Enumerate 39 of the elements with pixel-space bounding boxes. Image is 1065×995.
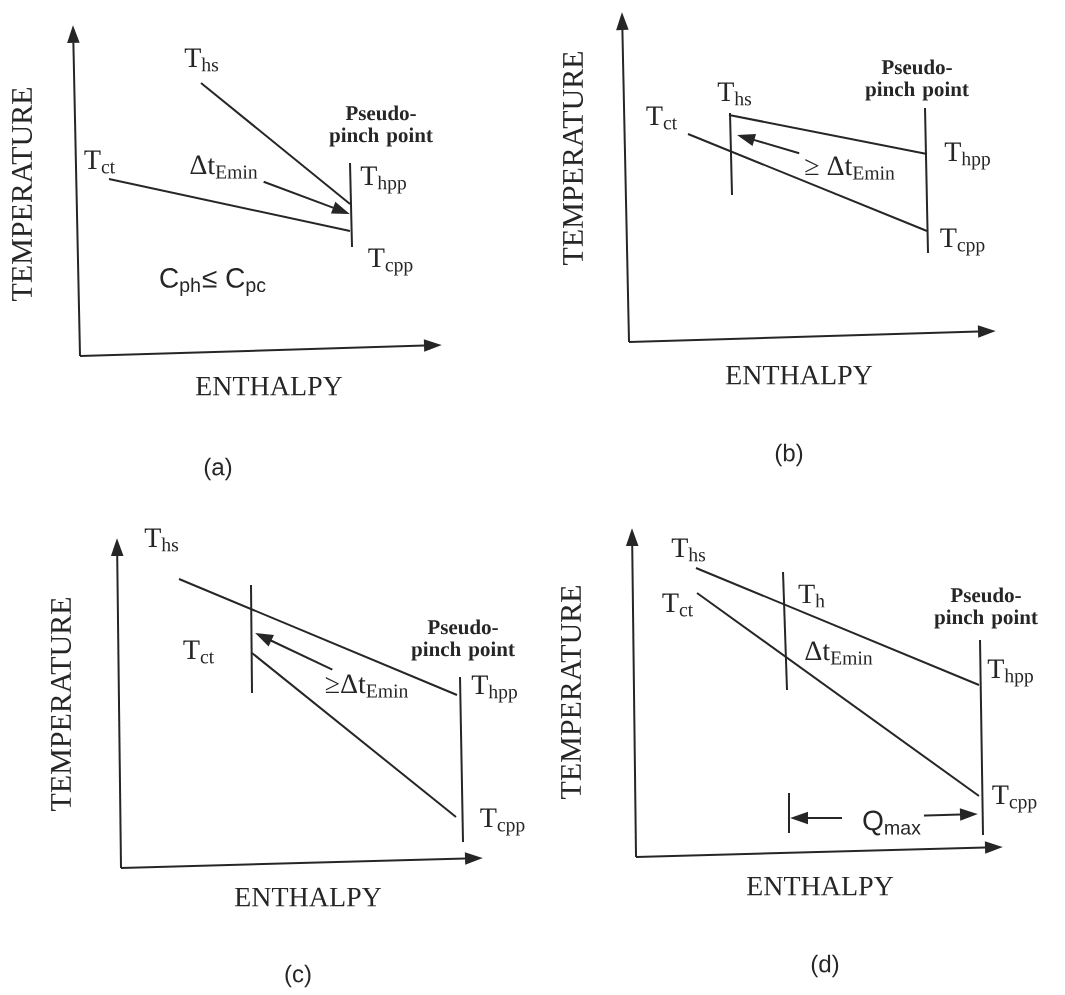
axis-label: ENTHALPY [195, 376, 343, 396]
annotation: Δt$_{Emin}$ [190, 155, 258, 179]
point-label: T$_{ct}$ [662, 593, 693, 617]
point-label: T$_{hpp}$ [944, 142, 990, 170]
annotation: ≥ Δt$_{Emin}$ [805, 156, 895, 180]
annotation: Pseudo-pinch point [329, 105, 433, 147]
annotation: ≥Δt$_{Emin}$ [325, 674, 409, 698]
axis-label: ENTHALPY [725, 365, 873, 385]
axis-label: TEMPERATURE [560, 586, 582, 799]
axis-label: ENTHALPY [746, 876, 894, 896]
annotation: Q$_{max}$ [860, 808, 924, 838]
point-label: T$_{hpp}$ [360, 166, 406, 194]
panel-label: (d) [811, 954, 839, 978]
axis-label: ENTHALPY [234, 887, 382, 907]
point-label: T$_{cpp}$ [480, 808, 525, 836]
annotation: Pseudo-pinch point [411, 619, 515, 661]
panel-label: (c) [285, 964, 311, 988]
point-label: T$_{h}$ [798, 584, 825, 608]
point-label: T$_{cpp}$ [992, 785, 1037, 813]
point-label: T$_{hpp}$ [471, 675, 517, 703]
point-label: T$_{hpp}$ [987, 659, 1033, 687]
point-label: T$_{hs}$ [144, 528, 179, 552]
panel-label: (a) [204, 457, 232, 481]
annotation: Δt$_{Emin}$ [805, 641, 873, 665]
annotation: Pseudo-pinch point [934, 587, 1038, 629]
point-label: T$_{hs}$ [671, 538, 706, 562]
point-label: T$_{ct}$ [84, 150, 115, 174]
annotation: Pseudo-pinch point [865, 59, 969, 101]
point-label: T$_{hs}$ [717, 82, 752, 106]
panel-label: (b) [775, 443, 803, 467]
point-label: T$_{cpp}$ [940, 228, 985, 256]
point-label: T$_{hs}$ [184, 48, 219, 72]
point-label: T$_{ct}$ [183, 640, 214, 664]
axis-label: TEMPERATURE [562, 52, 584, 265]
point-label: T$_{cpp}$ [368, 248, 413, 276]
axis-label: TEMPERATURE [11, 88, 33, 301]
annotation: C$_{ph}$≤ C$_{pc}$ [160, 268, 266, 296]
point-label: T$_{ct}$ [646, 106, 677, 130]
axis-label: TEMPERATURE [50, 598, 72, 811]
